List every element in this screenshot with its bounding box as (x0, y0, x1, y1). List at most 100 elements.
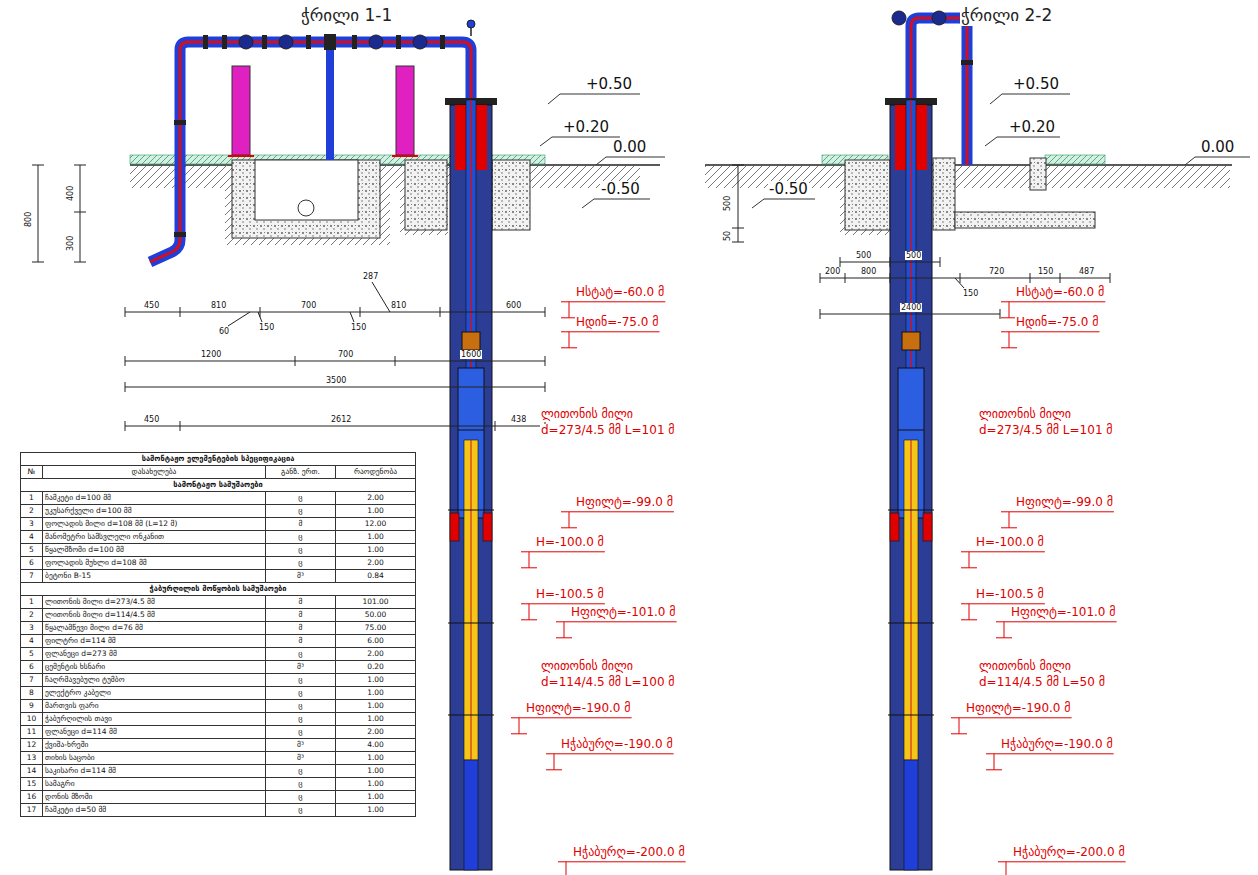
table-cell: 101.00 (336, 596, 416, 609)
flange (222, 35, 227, 49)
concrete-block (845, 160, 890, 230)
check-valve (462, 332, 480, 350)
table-cell: ფილტრი d=114 მმ (43, 635, 266, 648)
level-line (996, 621, 1117, 622)
level-label: Hფილტ=-99.0 მ (575, 496, 674, 510)
dimension-label: 800 (860, 267, 877, 276)
level-tick (1009, 512, 1010, 528)
table-row: 16დონის მზომიც1.00 (21, 791, 416, 804)
table-cell: 7 (21, 674, 43, 687)
dimension-label: 487 (1078, 267, 1095, 276)
riser-pipe (466, 100, 476, 370)
pipe-support (232, 66, 250, 155)
table-cell: ჩამკეტი d=50 მმ (43, 804, 266, 817)
level-tick (569, 332, 570, 348)
table-row: 3წყალამწევი მილი d=76 მმმ75.00 (21, 622, 416, 635)
level-label: H=-100.5 მ (975, 588, 1045, 602)
table-cell: მართვის ფარი (43, 700, 266, 713)
table-cell: ც (266, 505, 336, 518)
flange (174, 120, 186, 125)
dimension-label: 810 (390, 301, 407, 310)
dimension-label: 450 (143, 415, 160, 424)
flange (203, 35, 208, 49)
level-base (561, 527, 577, 528)
table-cell: 6 (21, 557, 43, 570)
level-base (511, 733, 527, 734)
pipe-label: ლითონის მილი (540, 408, 634, 422)
table-cell: მ³ (266, 752, 336, 765)
pipe-label: d=273/4.5 მმ L=101 მ (978, 424, 1114, 438)
table-row: 13თიხის საცობიმ³1.00 (21, 752, 416, 765)
packer (450, 513, 459, 541)
elevation-label: +0.20 (1008, 119, 1056, 136)
table-row: 8ელექტრო კაბელიც1.00 (21, 687, 416, 700)
fitting (279, 35, 293, 49)
level-line (521, 603, 605, 604)
level-base (951, 733, 967, 734)
section-title: ჭრილი 1-1 (300, 6, 393, 26)
branch-pipe (326, 42, 334, 160)
elevation-mark (1185, 157, 1250, 165)
table-cell: 11 (21, 726, 43, 739)
elevation-mark (752, 199, 815, 208)
elevation-mark (596, 157, 665, 165)
table-cell: 1 (21, 492, 43, 505)
table-cell: უკუსარქველი d=100 მმ (43, 505, 266, 518)
level-line (961, 551, 1045, 552)
table-row: 1ჩამკეტი d=100 მმც2.00 (21, 492, 416, 505)
dimension-label: 2612 (330, 415, 352, 424)
table-cell: წყალმზომი d=100 მმ (43, 544, 266, 557)
table-cell: 1.00 (336, 713, 416, 726)
level-tick (1009, 302, 1010, 318)
table-cell: ც (266, 778, 336, 791)
dimension-lines (125, 282, 545, 431)
table-cell: ც (266, 791, 336, 804)
level-tick (566, 862, 567, 875)
table-cell: ც (266, 557, 336, 570)
dimension-label: 700 (300, 301, 317, 310)
table-cell: 2.00 (336, 648, 416, 661)
dimension-label: 1600 (460, 350, 482, 359)
pipe-core (150, 42, 471, 262)
elevation-label: -0.50 (768, 181, 809, 198)
table-cell: 1.00 (336, 674, 416, 687)
table-cell: 12 (21, 739, 43, 752)
level-line (546, 753, 674, 754)
table-cell: მ³ (266, 739, 336, 752)
dimension-label: 600 (505, 301, 522, 310)
concrete-wall (1030, 158, 1046, 190)
level-label: Hდინ=-75.0 მ (575, 316, 660, 330)
level-label: H=-100.0 მ (535, 536, 605, 550)
table-cell: ც (266, 726, 336, 739)
dimension-label: 150 (1037, 267, 1054, 276)
table-cell: თიხის საცობი (43, 752, 266, 765)
level-base (546, 769, 562, 770)
section-title: ჭრილი 2-2 (960, 6, 1053, 26)
specification-table: სამონტაჟო ელემენტების სპეციფიკაცია№დასახ… (20, 452, 416, 817)
dimension-label: 300 (66, 235, 75, 252)
level-base (521, 619, 537, 620)
table-cell: ჩამკეტი d=100 მმ (43, 492, 266, 505)
table-row: ჭაბურღილის მოწყობის სამუშაოები (21, 583, 416, 596)
level-line (986, 753, 1114, 754)
level-tick (969, 604, 970, 620)
table-cell: 1.00 (336, 778, 416, 791)
air-valve-stem (470, 28, 472, 36)
table-cell: 1.00 (336, 505, 416, 518)
table-cell: 1.00 (336, 544, 416, 557)
dimension-label: 3500 (325, 376, 347, 385)
flange (440, 35, 445, 49)
level-base (1001, 347, 1017, 348)
table-cell: დონის მზომი (43, 791, 266, 804)
level-line (561, 331, 660, 332)
table-cell: ჩაღრმავებული ტუმბო (43, 674, 266, 687)
concrete-block (405, 160, 447, 230)
dimension-label: 438 (510, 415, 527, 424)
table-cell: ცემენტის ხსნარი (43, 661, 266, 674)
pit-cavity (255, 160, 358, 220)
table-cell: 2.00 (336, 492, 416, 505)
casing-joint (888, 622, 934, 623)
level-tick (1004, 622, 1005, 638)
table-cell: 16 (21, 791, 43, 804)
casing-joint (448, 509, 494, 510)
